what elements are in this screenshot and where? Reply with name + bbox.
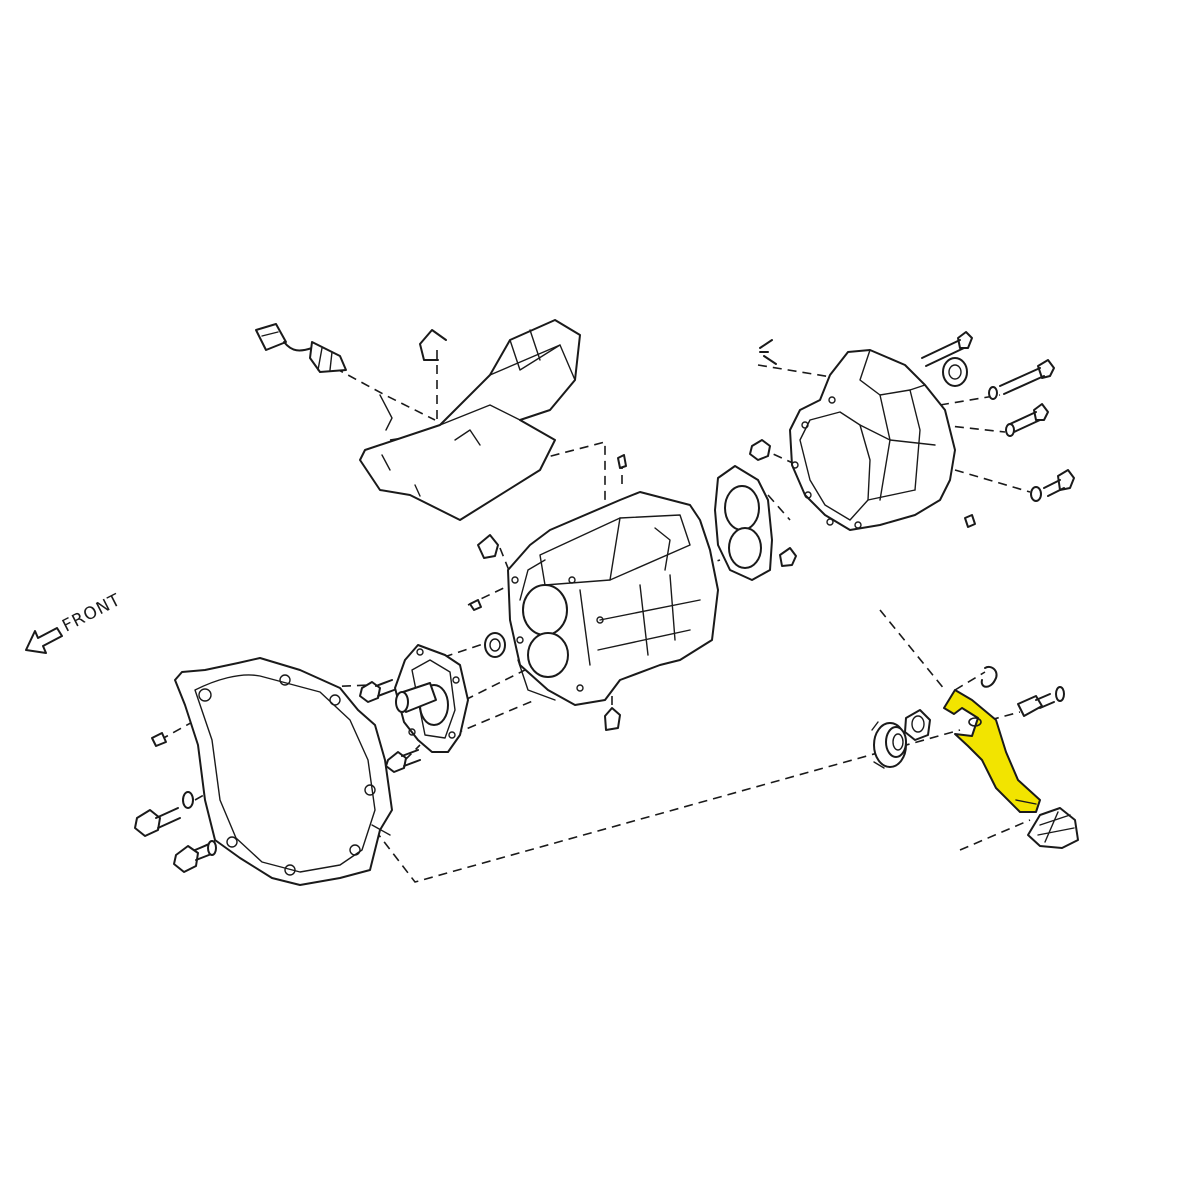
clip-icon: [419, 329, 447, 361]
front-arrow-icon: [25, 627, 63, 654]
drain-plug-icon: [604, 707, 621, 731]
shift-cover-assembly: [255, 319, 581, 521]
bolt-icon: [173, 845, 199, 873]
connector-icon: [255, 323, 287, 351]
pin-icon: [617, 454, 627, 469]
rear-seal-icon: [942, 357, 968, 387]
oil-seal-icon: [484, 632, 506, 658]
washer-icon: [182, 791, 194, 809]
pin-icon: [964, 514, 976, 528]
front-cover: [394, 644, 469, 753]
switch-sensor: [309, 341, 347, 373]
dowel-pin-icon: [151, 732, 167, 747]
pivot-bolt-icon: [1017, 695, 1043, 717]
shift-cover: [359, 319, 581, 521]
bolt-icon: [1037, 359, 1055, 379]
release-bearing-assembly: [871, 666, 1079, 849]
extension-housing: [759, 331, 1075, 531]
retainer-spring-icon: [980, 666, 998, 688]
adapter-plate: [714, 439, 797, 581]
washer-icon: [207, 840, 217, 856]
front-indicator: FRONT: [25, 590, 124, 654]
bolt-icon: [359, 681, 381, 703]
dust-boot: [1027, 807, 1079, 849]
washer-icon: [1055, 686, 1065, 702]
bolt-icon: [1057, 469, 1075, 491]
highlighted-release-fork: [943, 689, 1041, 813]
front-label: FRONT: [59, 590, 124, 636]
bolt-icon: [957, 331, 973, 349]
clutch-release-fork: [943, 689, 1041, 813]
transmission-case: [469, 454, 719, 731]
pin-icon: [469, 599, 482, 611]
bolt-icon: [779, 547, 797, 567]
clip-icon: [759, 339, 777, 365]
housing-fasteners: [134, 679, 421, 873]
bolt-icon: [1033, 403, 1049, 421]
bolt-icon: [134, 809, 161, 837]
bolt-icon: [385, 751, 407, 773]
bearing-sleeve: [904, 709, 931, 741]
clutch-housing: [174, 657, 393, 886]
bolt-icon: [749, 439, 771, 461]
plug-icon: [477, 534, 499, 559]
